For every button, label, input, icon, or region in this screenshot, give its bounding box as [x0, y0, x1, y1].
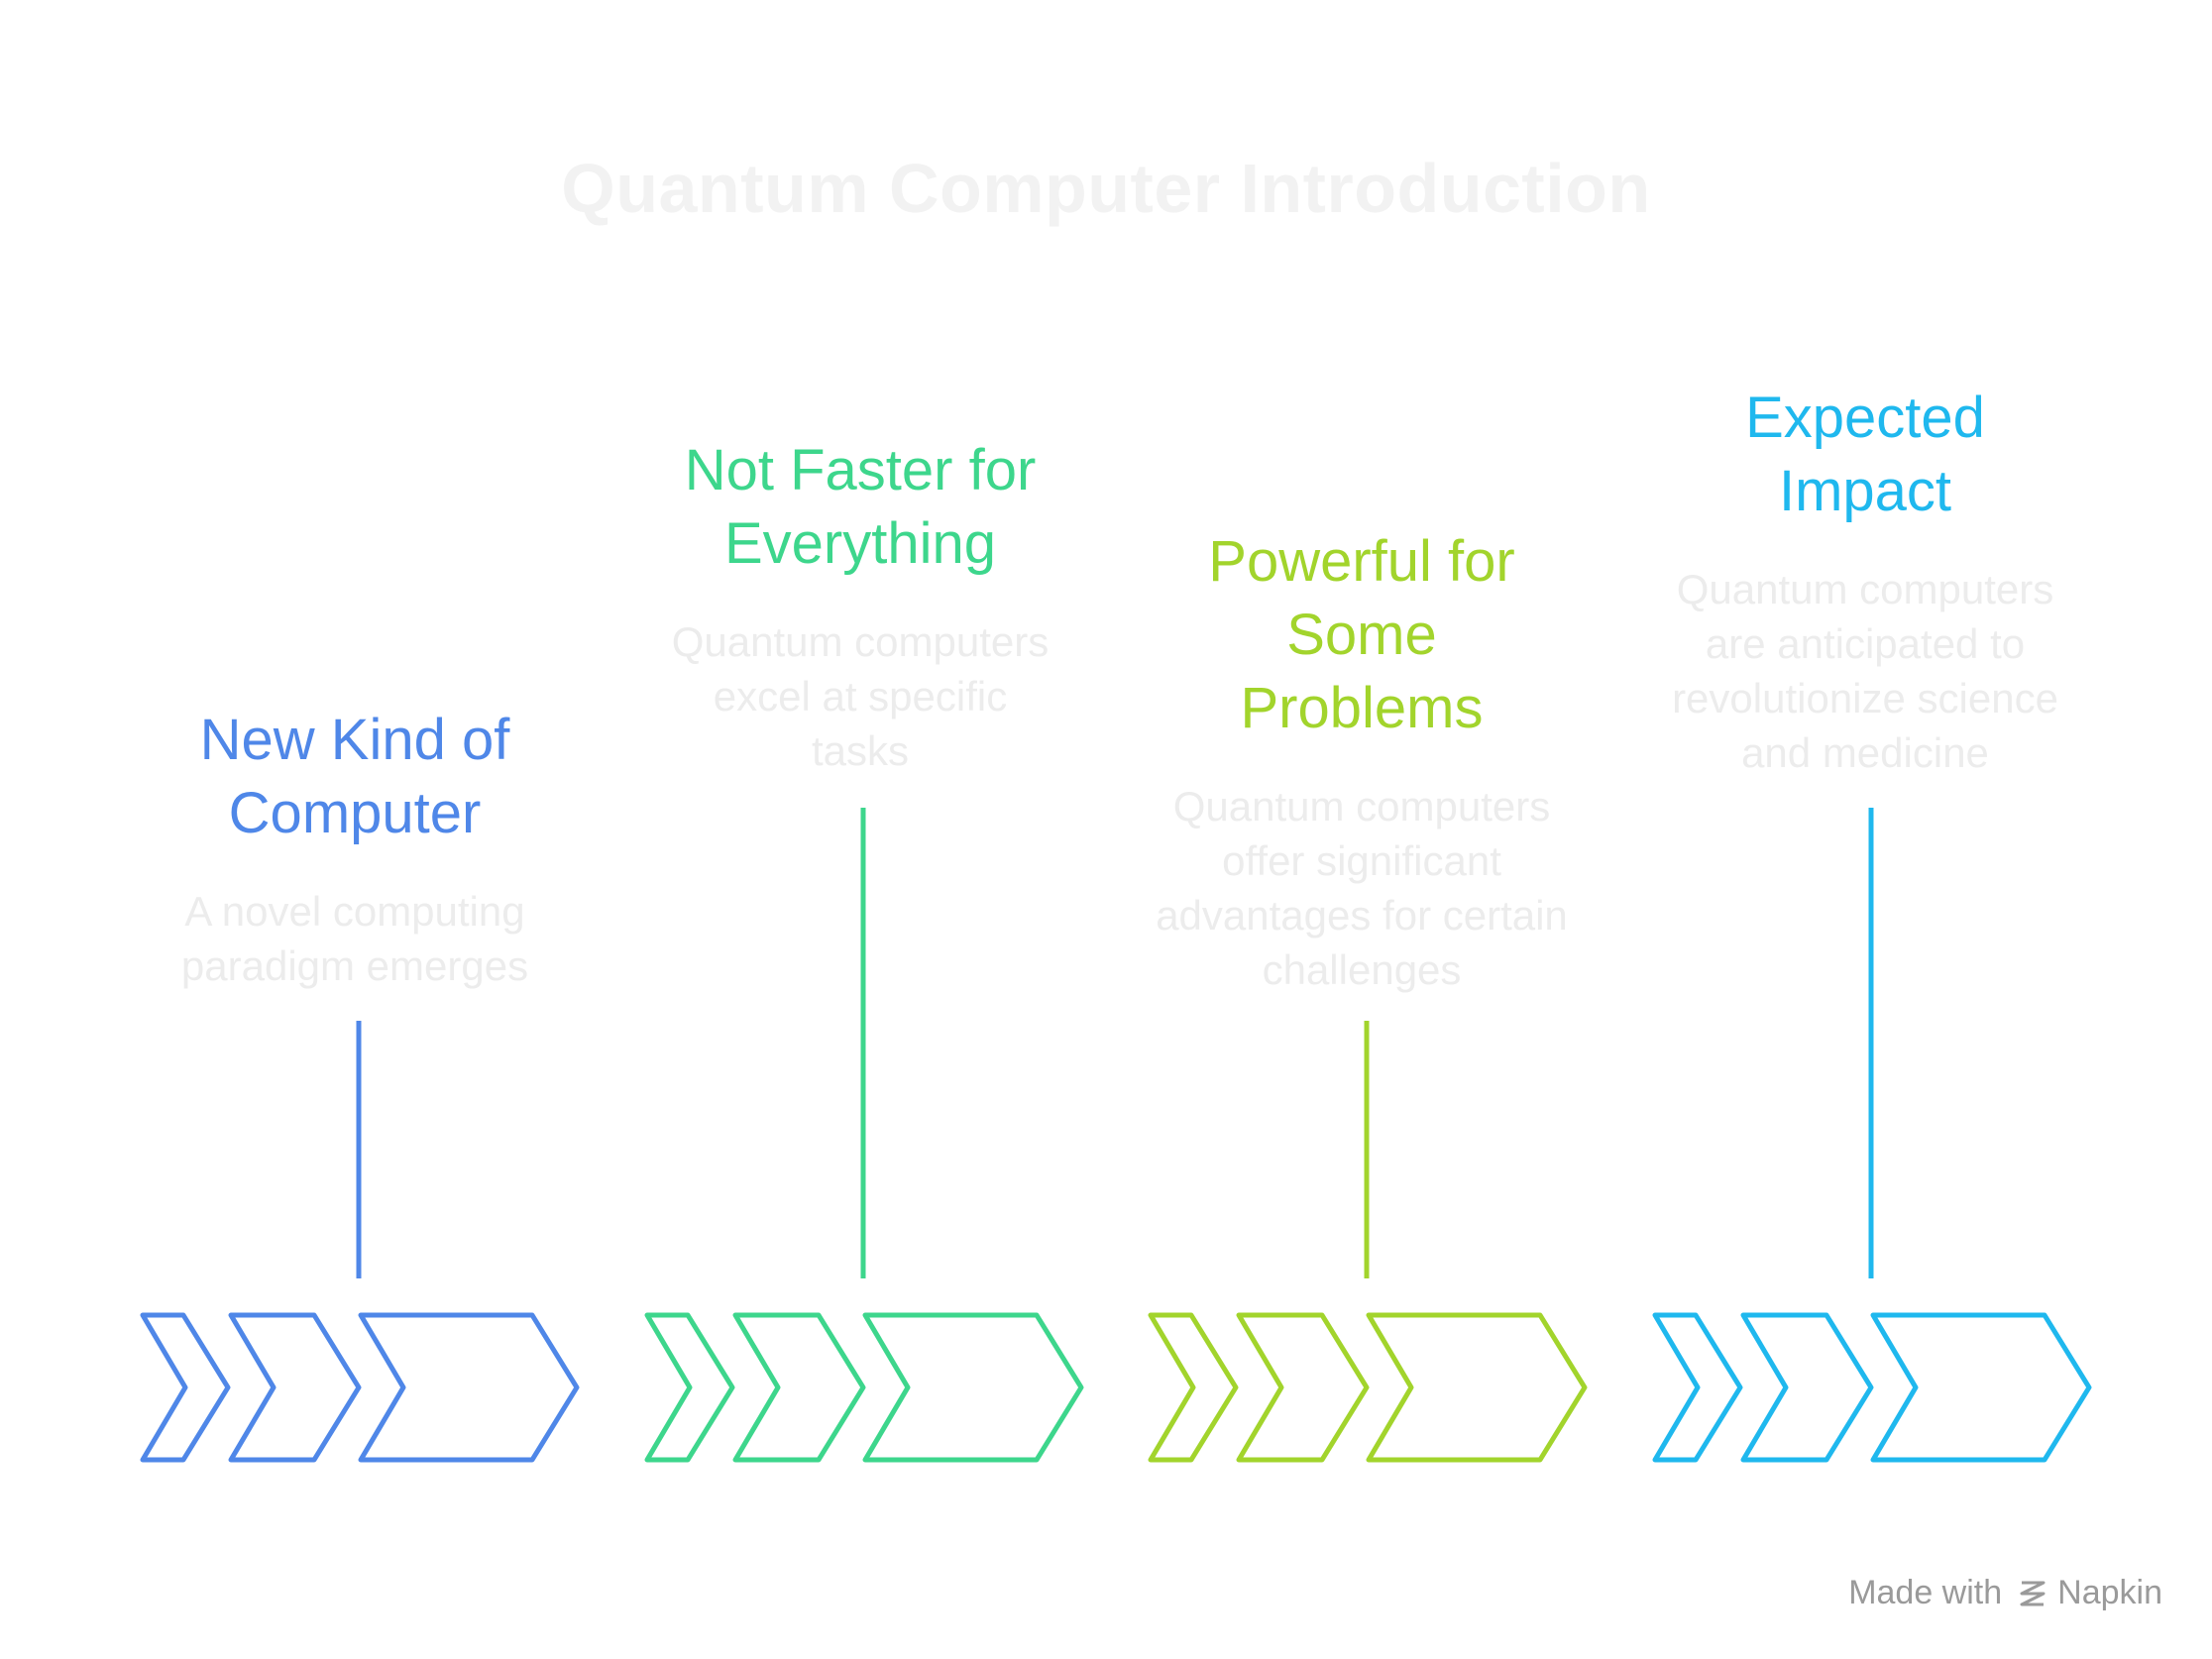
stage-title: Powerful for Some Problems: [1208, 529, 1515, 740]
stage-powerful-for-some-problems: Powerful for Some Problems Quantum compu…: [1124, 525, 1600, 997]
chevron-small: [140, 1312, 231, 1463]
stage-marker-2: [1148, 1021, 1588, 1463]
chevron-medium: [1236, 1312, 1370, 1463]
chevron-medium: [732, 1312, 866, 1463]
stage-marker-3: [1652, 808, 2092, 1463]
stage-description: Quantum computers are anticipated to rev…: [1672, 566, 2058, 776]
stage-new-kind-of-computer: New Kind of Computer A novel computing p…: [117, 704, 593, 993]
stage-title: Not Faster for Everything: [684, 438, 1037, 576]
stage-expected-impact: Expected Impact Quantum computers are an…: [1627, 382, 2103, 780]
stage-title: New Kind of Computer: [199, 708, 510, 845]
chevron-large: [1870, 1312, 2092, 1463]
credit-prefix: Made with: [1848, 1574, 2003, 1611]
chevron-small: [1148, 1312, 1239, 1463]
stage-description: A novel computing paradigm emerges: [180, 888, 529, 989]
credit-brand: Napkin: [2057, 1574, 2162, 1611]
diagram-title: Quantum Computer Introduction: [561, 150, 1651, 227]
chevron-small: [1652, 1312, 1743, 1463]
chevron-large: [862, 1312, 1084, 1463]
chevron-large: [1366, 1312, 1588, 1463]
stage-marker-0: [140, 1021, 580, 1463]
stage-title: Expected Impact: [1745, 386, 1985, 523]
chevron-large: [358, 1312, 580, 1463]
stage-marker-1: [644, 808, 1084, 1463]
napkin-logo-icon: [2020, 1581, 2046, 1605]
stage-description: Quantum computers excel at specific task…: [671, 618, 1050, 774]
made-with-napkin-credit[interactable]: Made with Napkin: [1848, 1574, 2162, 1612]
stage-description: Quantum computers offer significant adva…: [1156, 783, 1568, 993]
chevron-medium: [228, 1312, 362, 1463]
chevron-medium: [1740, 1312, 1874, 1463]
chevron-small: [644, 1312, 735, 1463]
stage-not-faster-for-everything: Not Faster for Everything Quantum comput…: [622, 434, 1098, 778]
